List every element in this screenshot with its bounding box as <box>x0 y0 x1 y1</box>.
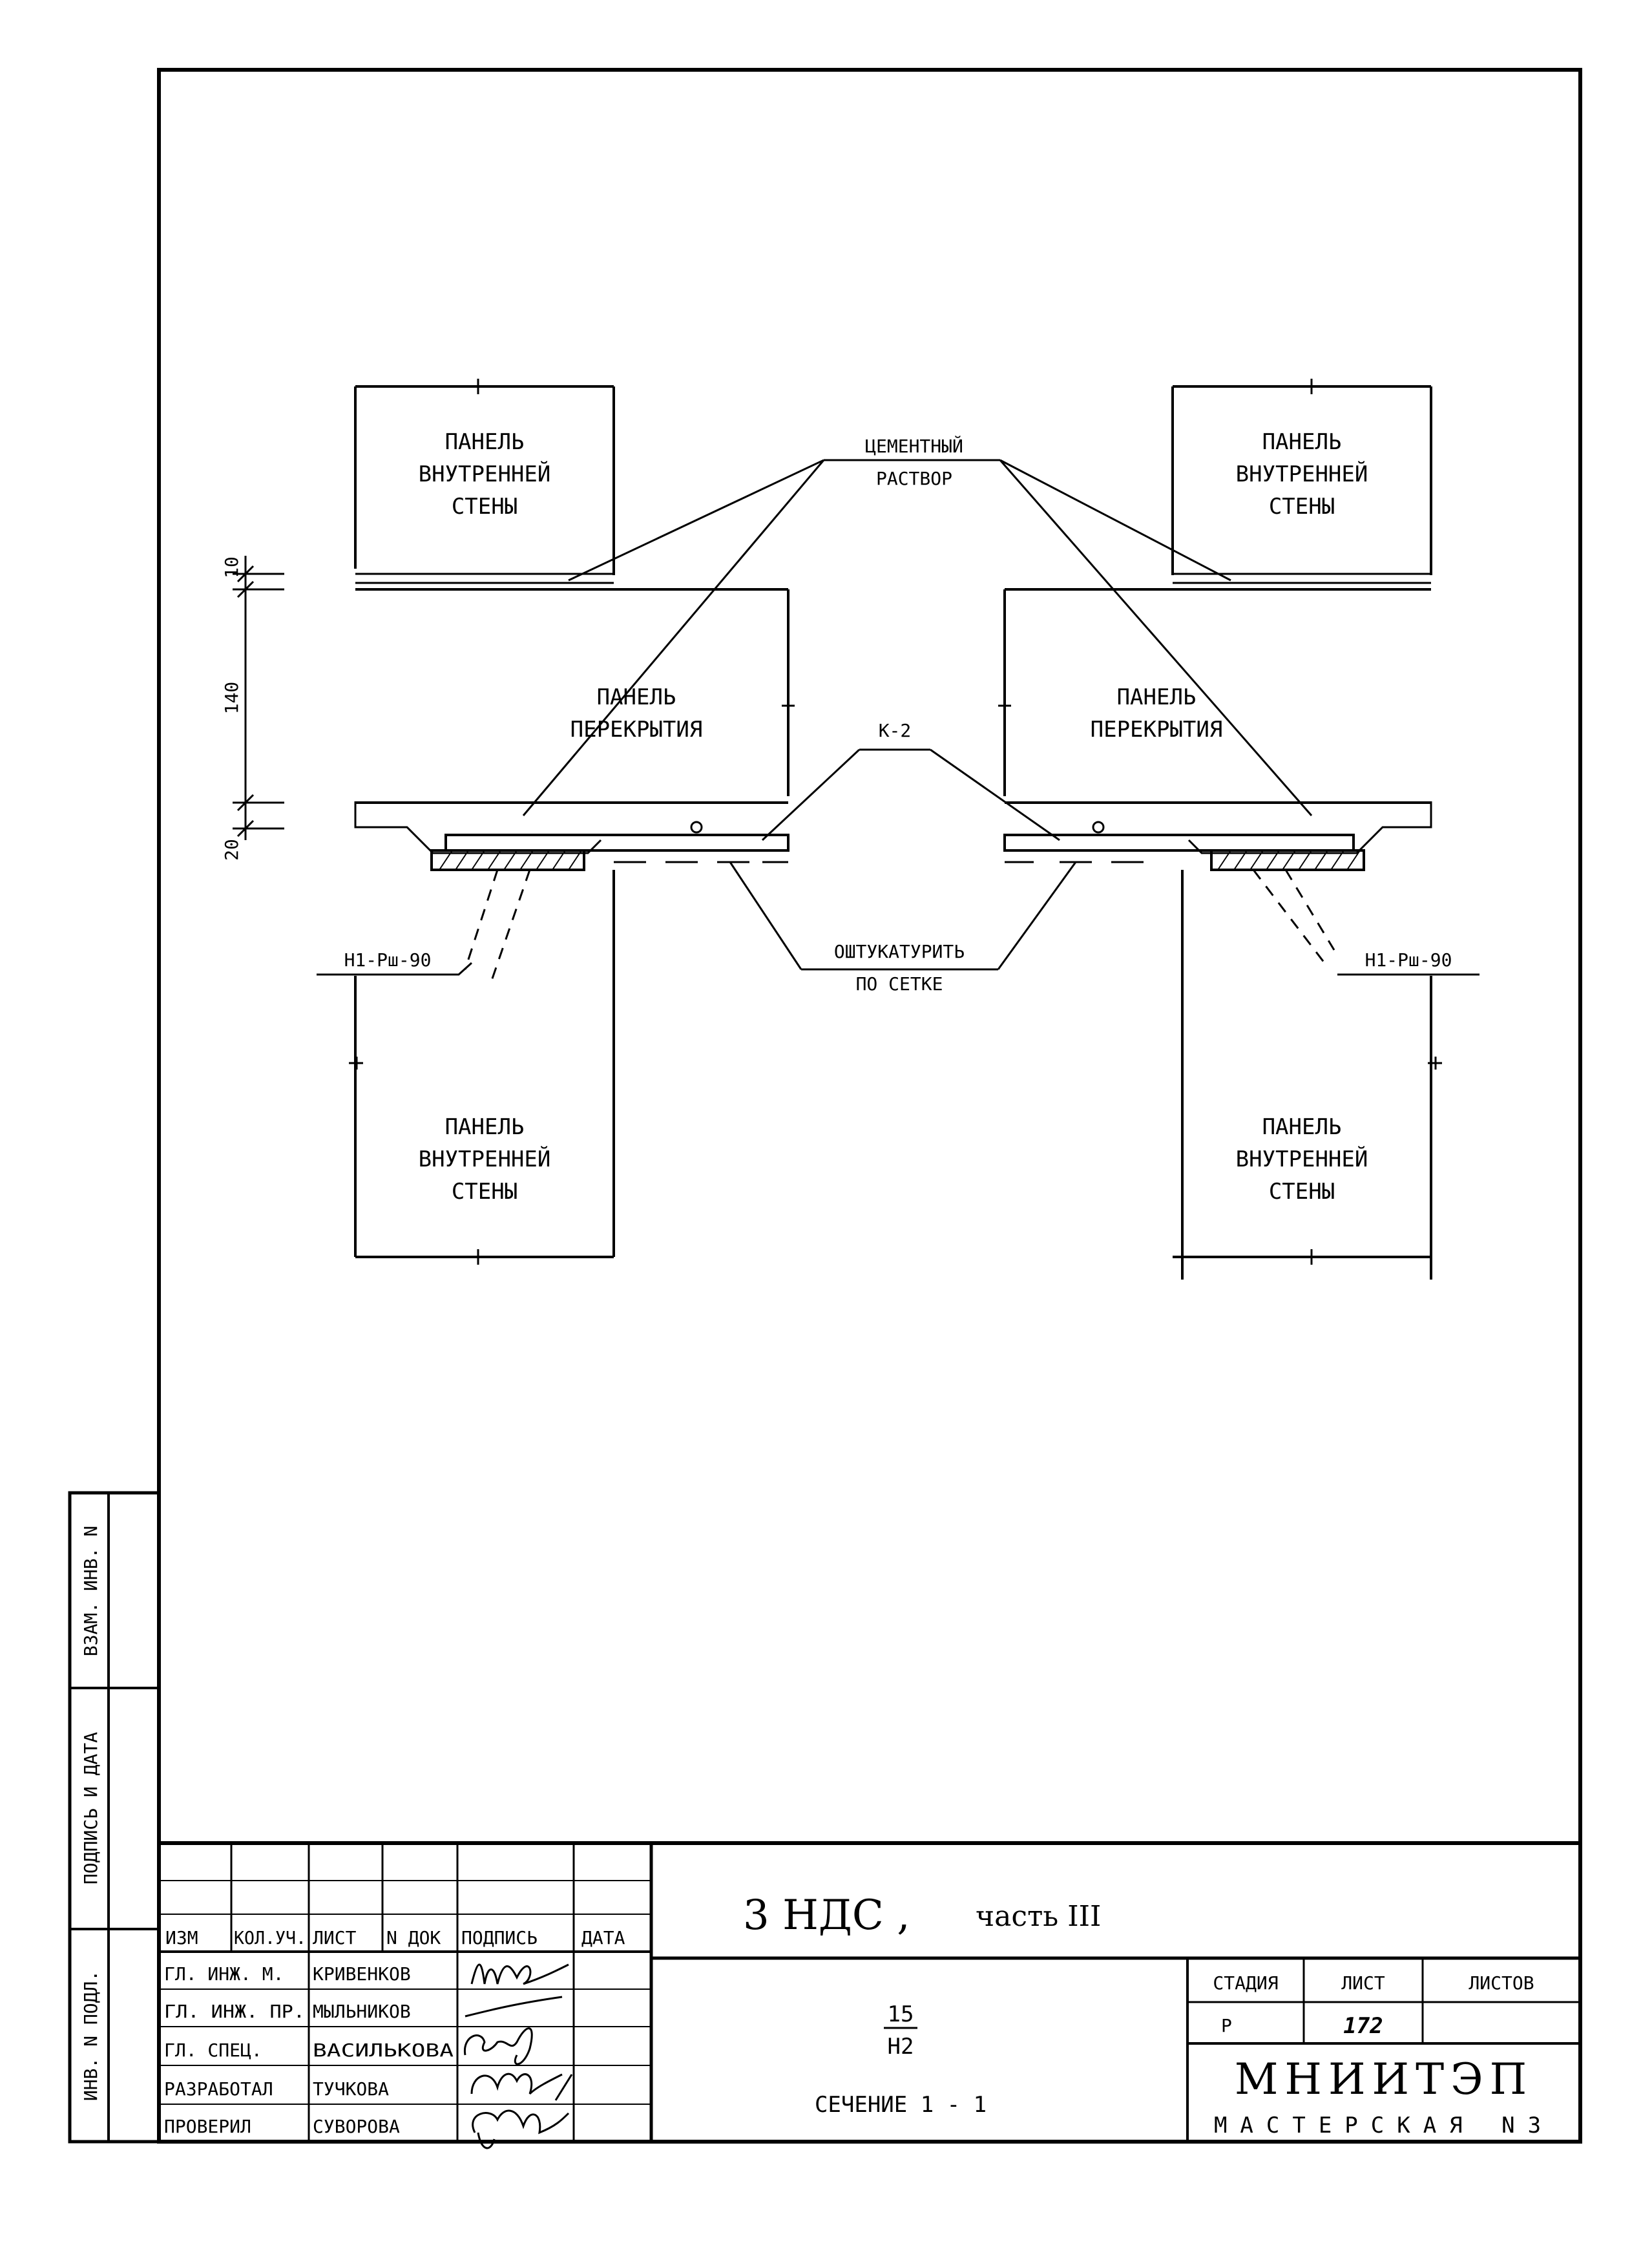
right-floor-label-1: ПАНЕЛЬ <box>1117 684 1197 710</box>
upper-left-wall-label-3: СТЕНЫ <box>452 494 518 520</box>
left-floor-label-1: ПАНЕЛЬ <box>597 684 676 710</box>
signatures <box>463 1963 573 2149</box>
signature-suvorova <box>472 2109 570 2149</box>
role-3: ГЛ. СПЕЦ. <box>164 2040 262 2061</box>
col-izm: ИЗМ <box>165 1927 198 1948</box>
signature-mylnikov <box>465 1996 563 2018</box>
col-podpis: ПОДПИСЬ <box>461 1927 538 1948</box>
dim-20: 20 <box>221 839 242 861</box>
role-2: ГЛ. ИНЖ. ПР. <box>164 2001 305 2022</box>
lower-right-wall-label-2: ВНУТРЕННЕЙ <box>1236 1146 1368 1172</box>
upper-right-wall-panel <box>1171 385 1432 575</box>
upper-right-wall-label-2: ВНУТРЕННЕЙ <box>1236 461 1368 487</box>
side-stamp <box>68 1491 161 2144</box>
lower-right-wall-label-3: СТЕНЫ <box>1269 1179 1335 1205</box>
left-floor-label-2: ПЕРЕКРЫТИЯ <box>570 717 703 743</box>
upper-right-mortar-joint <box>1173 573 1431 584</box>
dim-140: 140 <box>221 682 242 715</box>
left-rod-label: Н1-Рш-90 <box>344 949 432 971</box>
stage-header: СТАДИЯ <box>1213 1972 1278 1994</box>
drawing-labels: ПАНЕЛЬ ВНУТРЕННЕЙ СТЕНЫ ПАНЕЛЬ ВНУТРЕННЕ… <box>221 429 1452 1205</box>
lower-left-wall-label-3: СТЕНЫ <box>452 1179 518 1205</box>
plaster-label-1: ОШТУКАТУРИТЬ <box>834 941 965 962</box>
signature-vasilkova <box>463 2027 533 2065</box>
col-data: ДАТА <box>581 1927 625 1948</box>
project-part: часть III <box>976 1900 1101 1933</box>
upper-left-mortar-joint <box>355 573 614 584</box>
right-floor-label-2: ПЕРЕКРЫТИЯ <box>1091 717 1223 743</box>
side-inv-podl: ИНВ. N ПОДЛ. <box>80 1970 101 2101</box>
signature-tuchkova <box>470 2073 573 2101</box>
code-top: 15 <box>888 2001 914 2027</box>
upper-right-wall-label-1: ПАНЕЛЬ <box>1262 429 1342 455</box>
k2-label: К-2 <box>879 720 912 741</box>
upper-left-wall-label-2: ВНУТРЕННЕЙ <box>419 461 551 487</box>
leader-lines <box>522 459 1313 971</box>
name-5: СУВОРОВА <box>313 2116 400 2137</box>
left-assembly <box>233 379 795 1265</box>
right-hatched-plate <box>1210 849 1365 871</box>
upper-left-wall-label-1: ПАНЕЛЬ <box>445 429 525 455</box>
side-podpis-data: ПОДПИСЬ И ДАТА <box>80 1732 101 1884</box>
sheets-header: ЛИСТОВ <box>1469 1972 1534 1994</box>
section-title: СЕЧЕНИЕ 1 - 1 <box>815 2092 987 2118</box>
sheet-value: 172 <box>1343 2013 1383 2039</box>
left-hatched-plate <box>430 849 585 871</box>
lower-left-wall-label-1: ПАНЕЛЬ <box>445 1114 525 1140</box>
title-block-text: ИЗМ КОЛ.УЧ. ЛИСТ N ДОК ПОДПИСЬ ДАТА ГЛ. … <box>164 1892 1554 2138</box>
role-1: ГЛ. ИНЖ. М. <box>164 1963 284 1985</box>
project-title: 3 НДС , <box>743 1892 910 1939</box>
sheet-frame <box>157 68 1582 2144</box>
left-floor-slab <box>355 588 789 804</box>
right-floor-slab <box>1003 588 1431 804</box>
name-4: ТУЧКОВА <box>313 2078 389 2100</box>
col-kol-uch: КОЛ.УЧ. <box>234 1927 306 1948</box>
workshop-name: МАСТЕРСКАЯ N3 <box>1214 2113 1554 2138</box>
left-mortar-band <box>354 801 602 854</box>
role-5: ПРОВЕРИЛ <box>164 2116 251 2137</box>
code-bottom: Н2 <box>888 2034 914 2060</box>
right-assembly <box>998 379 1479 1280</box>
mortar-label-2: РАСТВОР <box>876 468 952 489</box>
stage-value: Р <box>1221 2015 1232 2036</box>
lower-left-wall-panel <box>354 870 615 1258</box>
signature-krivenkov <box>470 1963 569 1985</box>
name-2: МЫЛЬНИКОВ <box>313 2001 411 2022</box>
lower-right-wall-label-1: ПАНЕЛЬ <box>1262 1114 1342 1140</box>
name-3: ВАСИЛЬКОВА <box>313 2040 454 2061</box>
left-k2-plate <box>444 834 789 852</box>
dim-10: 10 <box>221 556 242 578</box>
col-list: ЛИСТ <box>313 1927 357 1948</box>
col-n-dok: N ДОК <box>386 1927 441 1948</box>
sheet-header: ЛИСТ <box>1341 1972 1385 1994</box>
role-4: РАЗРАБОТАЛ <box>164 2078 273 2100</box>
lower-left-wall-label-2: ВНУТРЕННЕЙ <box>419 1146 551 1172</box>
right-rod-label: Н1-Рш-90 <box>1365 949 1452 971</box>
right-k2-plate <box>1003 834 1355 852</box>
mortar-label-1: ЦЕМЕНТНЫЙ <box>865 435 963 457</box>
name-1: КРИВЕНКОВ <box>313 1963 411 1985</box>
lower-right-wall-panel <box>1173 870 1432 1280</box>
side-vzam-inv: ВЗАМ. ИНВ. N <box>80 1526 101 1656</box>
upper-right-wall-label-3: СТЕНЫ <box>1269 494 1335 520</box>
right-mortar-band <box>1187 801 1432 854</box>
org-name: МНИИТЭП <box>1235 2054 1533 2104</box>
upper-left-wall-panel <box>354 385 615 575</box>
plaster-label-2: ПО СЕТКЕ <box>856 973 943 995</box>
title-block <box>157 1841 1582 2144</box>
